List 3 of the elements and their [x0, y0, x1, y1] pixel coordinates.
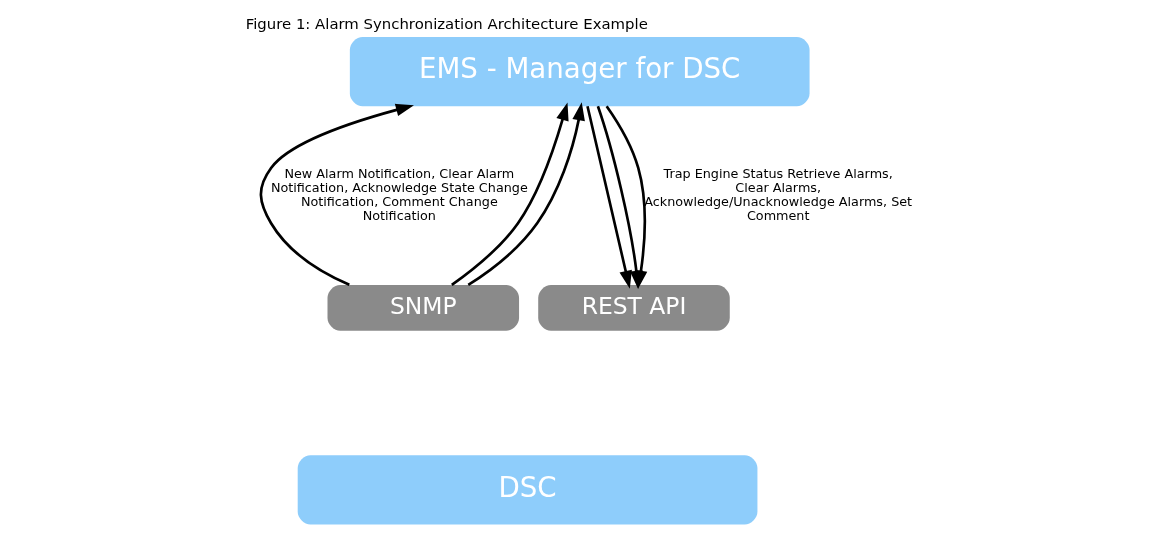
edge-label: Trap Engine Status Retrieve Alarms, Clear Alarms, Acknowledge/Unacknowledge Alarms, Set Comment [643, 166, 912, 223]
edge-label: New Alarm Notification, Clear Alarm Notification, Acknowledge State Change Notification, Comment Change Notification [270, 166, 528, 223]
diagram-title: Figure 1: Alarm Synchronization Architecture Example [245, 14, 648, 33]
